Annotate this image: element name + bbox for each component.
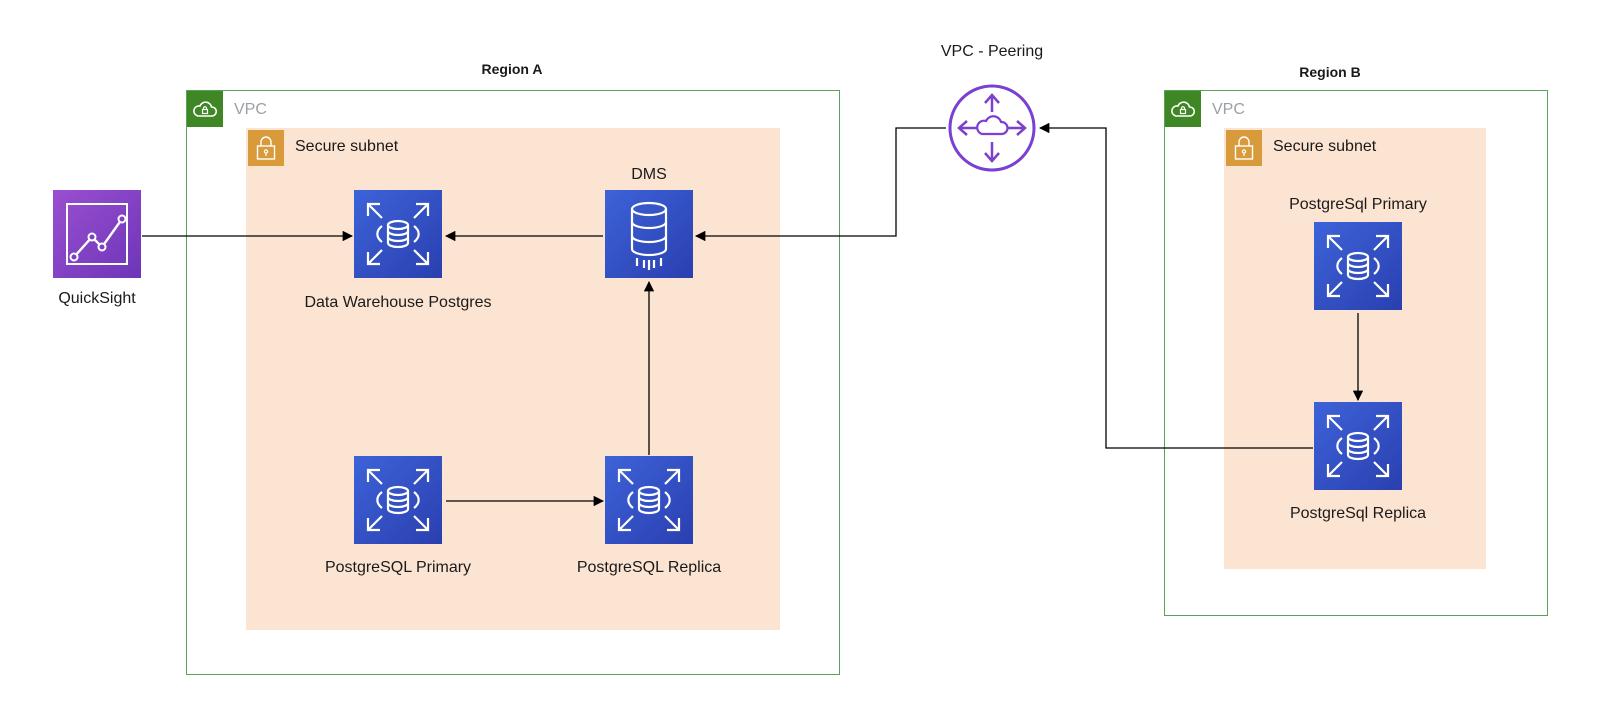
region-b-subnet-label: Secure subnet xyxy=(1273,138,1377,155)
vpc-cloud-icon xyxy=(187,91,223,127)
edge-peering-to-dms xyxy=(694,127,946,242)
region-b-title: Region B xyxy=(1299,64,1361,80)
region-b-primary-label: PostgreSql Primary xyxy=(1289,196,1427,213)
region-b-vpc xyxy=(1164,90,1548,616)
region-a-primary-label: PostgreSQL Primary xyxy=(324,559,472,576)
vpc-cloud-icon xyxy=(1165,91,1201,127)
region-a-replica-label: PostgreSQL Replica xyxy=(576,559,722,576)
quicksight-label: QuickSight xyxy=(58,290,136,307)
region-a-vpc xyxy=(186,90,840,675)
vpc-peering-router-icon xyxy=(946,82,1038,174)
lock-icon xyxy=(1226,130,1262,166)
region-b-replica-label: PostgreSql Replica xyxy=(1289,505,1427,522)
peering-label: VPC - Peering xyxy=(940,43,1044,60)
rds-database-icon xyxy=(354,456,442,544)
region-b-vpc-label: VPC xyxy=(1212,101,1245,118)
data-warehouse-label: Data Warehouse Postgres xyxy=(304,294,492,311)
dms-database-icon xyxy=(605,190,693,278)
dms-label: DMS xyxy=(631,166,667,183)
edge-b-replica-to-peering xyxy=(1038,122,1313,449)
region-a-vpc-label: VPC xyxy=(234,101,267,118)
region-b-secure-subnet xyxy=(1224,128,1486,569)
lock-icon xyxy=(248,130,284,166)
rds-database-icon xyxy=(1314,222,1402,310)
rds-database-icon xyxy=(1314,402,1402,490)
quicksight-icon xyxy=(53,190,141,278)
region-a-title: Region A xyxy=(481,61,543,77)
region-a-subnet-label: Secure subnet xyxy=(295,138,399,155)
rds-database-icon xyxy=(605,456,693,544)
rds-database-icon xyxy=(354,190,442,278)
